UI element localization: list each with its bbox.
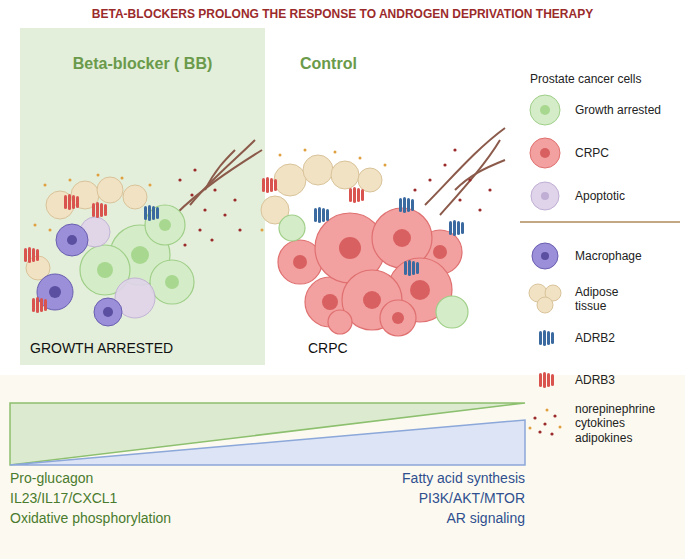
panel: Beta-blocker ( BB) GROWTH ARRESTED bbox=[20, 28, 265, 365]
legend-label: Apoptotic bbox=[575, 189, 675, 203]
pathway-label: AR signaling bbox=[446, 510, 525, 527]
pathway-label: Pro-glucagon bbox=[10, 470, 93, 487]
legend-label: norepinephrine cytokines adipokines bbox=[575, 402, 675, 445]
legend-label: Macrophage bbox=[575, 249, 675, 263]
legend-label: ADRB3 bbox=[575, 373, 675, 387]
panel-label: GROWTH ARRESTED bbox=[30, 340, 173, 357]
group-heading: Control bbox=[300, 54, 357, 73]
pathway-label: IL23/IL17/CXCL1 bbox=[10, 490, 117, 507]
group-label: CRPC bbox=[308, 340, 348, 357]
legend-label: Growth arrested bbox=[575, 103, 675, 117]
legend-label: Adipose tissue bbox=[575, 285, 635, 314]
pathway-label: Oxidative phosphorylation bbox=[10, 510, 171, 527]
legend-heading: Prostate cancer cells bbox=[530, 72, 641, 86]
title: BETA-BLOCKERS PROLONG THE RESPONSE TO AN… bbox=[0, 7, 685, 21]
legend-label: CRPC bbox=[575, 146, 675, 160]
legend-label: ADRB2 bbox=[575, 331, 675, 345]
panel-heading: Beta-blocker ( BB) bbox=[20, 54, 265, 73]
pathway-label: Fatty acid synthesis bbox=[402, 470, 525, 487]
pathway-label: PI3K/AKT/MTOR bbox=[419, 490, 525, 507]
